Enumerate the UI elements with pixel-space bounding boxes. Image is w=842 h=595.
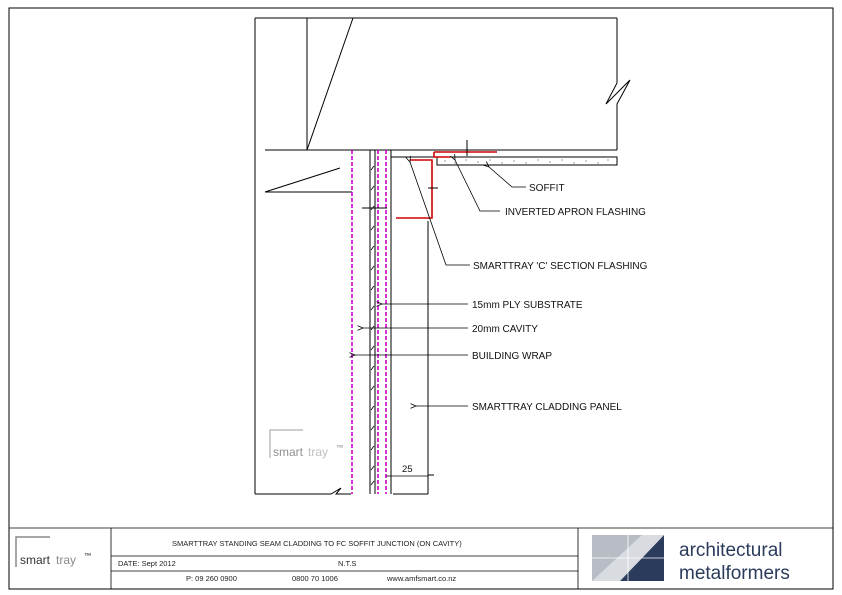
flashings — [396, 151, 497, 219]
contact-phone: P: 09 260 0900 — [186, 574, 237, 583]
label-ply: 15mm PLY SUBSTRATE — [472, 300, 583, 311]
company-name-line1: architectural — [679, 540, 783, 561]
c-section-leader — [410, 162, 470, 266]
amf-logo — [592, 535, 664, 581]
title-block — [9, 527, 833, 589]
soffit-leader — [489, 167, 526, 188]
fixings — [362, 140, 468, 476]
watermark-trademark: ™ — [336, 443, 344, 452]
sheet-border — [8, 7, 834, 590]
drawing-date: DATE: Sept 2012 — [118, 559, 176, 568]
title-block-logo: smart tray ™ — [15, 536, 92, 567]
c-section-flashing — [396, 159, 433, 219]
leader-lines — [355, 160, 526, 477]
structure-lines — [254, 17, 631, 495]
watermark-word-smart: smart — [273, 445, 304, 459]
ply-hatching — [370, 165, 375, 486]
logo-word-smart: smart — [20, 553, 51, 567]
building-wrap-lines — [351, 150, 387, 494]
contact-website: www.amfsmart.co.nz — [386, 574, 456, 583]
company-name-line2: metalformers — [679, 563, 790, 584]
soffit-board — [436, 156, 618, 166]
watermark-logo: smart tray ™ — [269, 429, 344, 459]
label-soffit: SOFFIT — [529, 183, 565, 194]
label-cavity: 20mm CAVITY — [472, 324, 538, 335]
label-c-section: SMARTTRAY 'C' SECTION FLASHING — [473, 261, 648, 272]
watermark-word-tray: tray — [308, 445, 328, 459]
contact-freephone: 0800 70 1006 — [292, 574, 338, 583]
inverted-apron-leader — [455, 160, 500, 212]
drawing-title: SMARTTRAY STANDING SEAM CLADDING TO FC S… — [172, 539, 462, 548]
label-inverted-apron: INVERTED APRON FLASHING — [505, 207, 646, 218]
label-wrap: BUILDING WRAP — [472, 351, 552, 362]
logo-trademark: ™ — [84, 551, 92, 560]
drawing-scale: N.T.S — [338, 559, 356, 568]
label-cladding: SMARTTRAY CLADDING PANEL — [472, 402, 622, 413]
logo-word-tray: tray — [56, 553, 76, 567]
dimension-value: 25 — [402, 464, 413, 475]
